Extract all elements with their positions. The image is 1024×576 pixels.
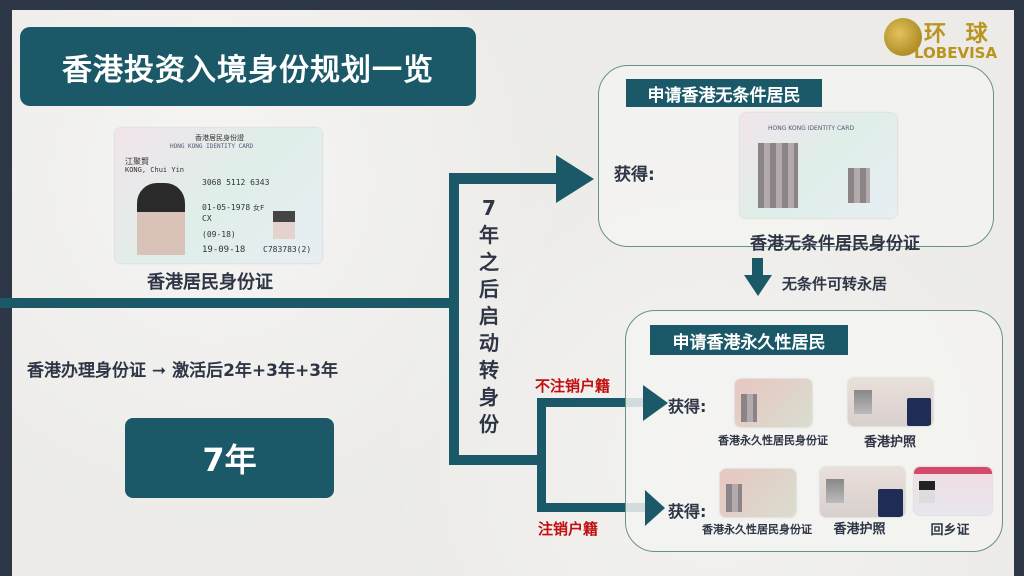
permanent-id-card-image	[720, 469, 796, 517]
flow-lower-line	[449, 455, 546, 465]
passport-photo	[826, 479, 844, 503]
logo-cn: 环 球	[924, 22, 994, 47]
flow-vertical-line	[449, 173, 459, 465]
pixelated-photo	[741, 394, 757, 422]
process-text: 香港办理身份证 ➞ 激活后2年+3年+3年	[27, 361, 339, 381]
pixelated-photo-small	[848, 168, 870, 203]
pixelated-photo	[726, 484, 742, 512]
card-header-cn: 香港居民身份證	[195, 134, 244, 142]
pixelated-photo	[758, 143, 798, 208]
row1-item-passport: 香港护照	[863, 435, 916, 450]
flow-branch-vertical	[537, 398, 546, 512]
card-small-photo	[273, 211, 295, 239]
down-arrow-shaft	[752, 258, 763, 276]
permanent-id-card-image	[735, 379, 812, 427]
timeline-line	[0, 298, 459, 308]
card-first-issue: (09-18)	[202, 230, 236, 239]
flow-top-line	[449, 173, 559, 184]
globevisa-logo: 环 球 LOBEVISA	[884, 16, 1014, 66]
card-number: 3068 5112 6343	[202, 178, 270, 187]
card-header-en: HONG KONG IDENTITY CARD	[170, 143, 254, 150]
branch-keep-hukou: 不注销户籍	[535, 377, 611, 395]
obtain-label: 获得:	[668, 502, 707, 521]
hk-passport-image	[848, 378, 933, 426]
card-dob: 01-05-1978	[202, 203, 251, 212]
passport-photo	[854, 390, 872, 414]
card-code: CX	[202, 214, 212, 223]
permanent-resident-label: 申请香港永久性居民	[650, 325, 848, 355]
vertical-label: 7年之后启动转身份	[479, 196, 499, 436]
home-return-permit-image	[914, 467, 992, 515]
flow-branch-top	[537, 398, 647, 407]
permit-photo	[919, 481, 935, 503]
card-issue-date: 19-09-18	[202, 245, 246, 255]
hk-id-card-caption: 香港居民身份证	[147, 272, 273, 293]
row2-item-home-return-permit: 回乡证	[930, 523, 970, 538]
card-id-number: C783783(2)	[263, 245, 312, 254]
hk-passport-image	[820, 467, 905, 517]
arrow-down-icon	[744, 275, 772, 296]
page-title: 香港投资入境身份规划一览	[20, 27, 476, 106]
card-sex: 女F	[253, 204, 265, 212]
arrow-right-icon	[643, 385, 668, 421]
row2-item-permanent-id: 香港永久性居民身份证	[702, 523, 812, 536]
branch-cancel-hukou: 注销户籍	[538, 520, 599, 538]
seven-years-box: 7年	[125, 418, 334, 498]
arrow-right-icon	[556, 155, 594, 203]
passport-booklet	[878, 489, 903, 517]
row1-item-permanent-id: 香港永久性居民身份证	[718, 434, 828, 447]
unconditional-id-caption: 香港无条件居民身份证	[750, 234, 920, 254]
obtain-label: 获得:	[668, 397, 707, 416]
passport-booklet	[907, 398, 931, 426]
permit-header	[914, 467, 992, 474]
unconditional-id-card-image: HONG KONG IDENTITY CARD	[740, 113, 897, 218]
card-header-en: HONG KONG IDENTITY CARD	[768, 125, 855, 132]
flow-branch-bottom	[537, 503, 647, 512]
card-name-cn: 江聚賢	[125, 157, 149, 166]
obtain-label: 获得:	[614, 165, 655, 185]
logo-en: LOBEVISA	[914, 44, 998, 62]
hk-id-card-image: 香港居民身份證 HONG KONG IDENTITY CARD 江聚賢 KONG…	[115, 128, 322, 263]
row2-item-passport: 香港护照	[833, 522, 886, 537]
globe-icon	[884, 18, 922, 56]
card-photo	[137, 183, 185, 255]
card-name-en: KONG, Chui Yin	[125, 166, 185, 174]
unconditional-resident-label: 申请香港无条件居民	[626, 79, 822, 107]
arrow-right-icon	[645, 490, 665, 526]
transition-text: 无条件可转永居	[782, 275, 888, 293]
